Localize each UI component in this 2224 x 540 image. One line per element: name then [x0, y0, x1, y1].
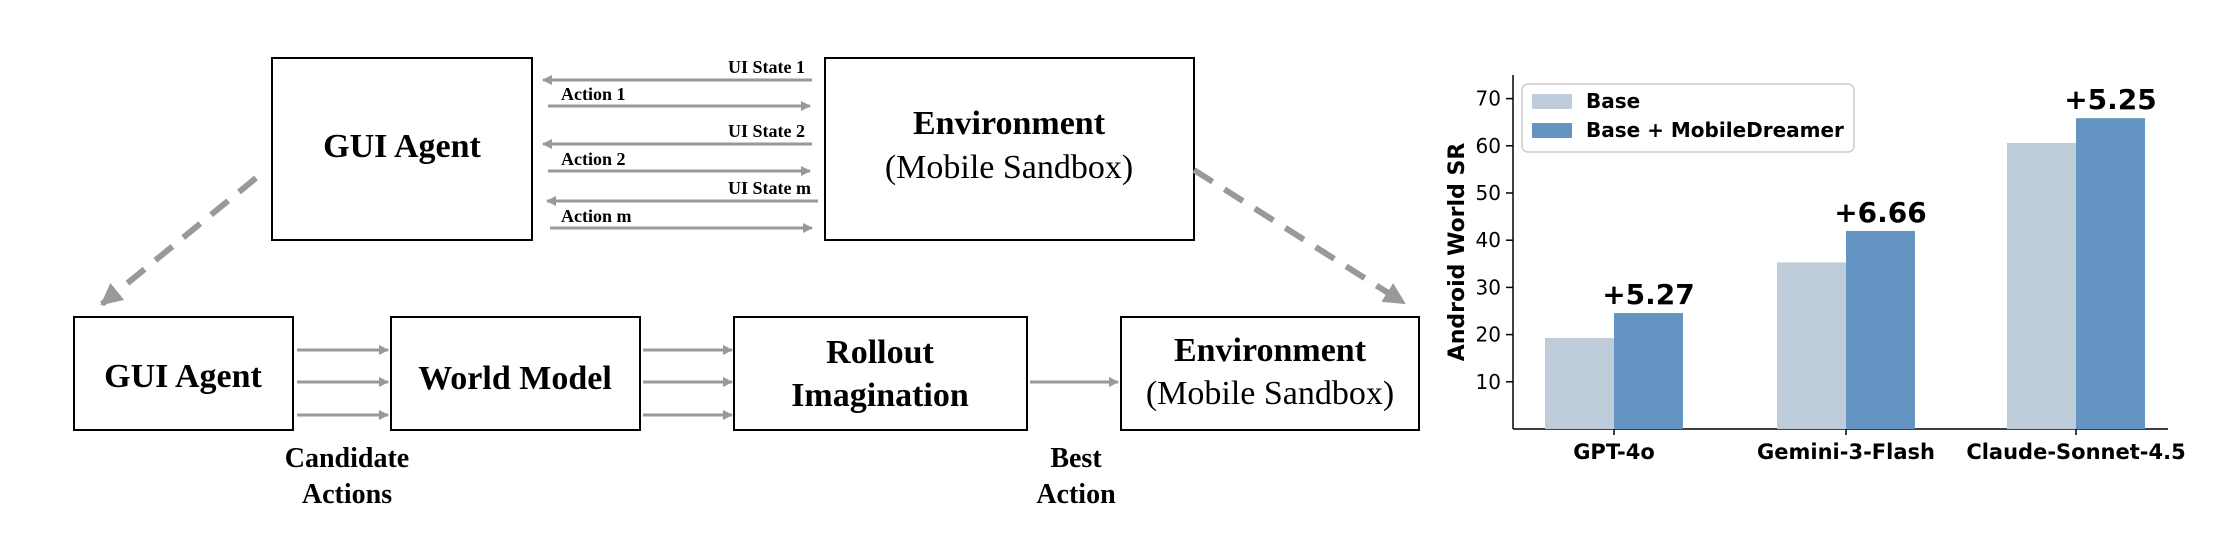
dashed-environment-connector — [1192, 167, 1406, 306]
action-m-label: Action m — [561, 206, 632, 226]
rollout-imagination-box — [733, 316, 1028, 431]
bar-mobiledreamer-2 — [2076, 118, 2145, 430]
ui-state-m-label: UI State m — [728, 178, 811, 198]
legend-frame — [1521, 83, 1855, 153]
bottom-gui-agent-box — [73, 316, 294, 431]
bars — [1545, 118, 2145, 430]
delta-annotations: +5.27 +6.66 +5.25 — [1602, 83, 2157, 311]
rollout-label: Rollout — [826, 334, 934, 371]
bar-mobiledreamer-1 — [1846, 230, 1915, 429]
dashed-agent-connector — [100, 175, 258, 307]
legend-swatch-mobiledreamer — [1532, 123, 1572, 138]
y-tick-label: 30 — [1476, 275, 1501, 299]
world-model-box — [390, 316, 641, 431]
legend: Base Base + MobileDreamer — [1521, 83, 1855, 153]
y-ticks: 10 20 30 40 50 60 70 — [1476, 87, 1513, 394]
x-tick-label: GPT-4o — [1573, 440, 1655, 464]
top-gui-agent-box — [271, 57, 533, 241]
bar-base-0 — [1545, 337, 1614, 429]
y-tick-label: 10 — [1476, 370, 1501, 394]
top-environment-title: Environment — [913, 105, 1106, 142]
diagram: GUI Agent Environment (Mobile Sandbox) U… — [100, 57, 1406, 307]
action-2-label: Action 2 — [561, 149, 626, 169]
bottom-environment-subtitle: (Mobile Sandbox) — [1146, 375, 1394, 412]
actions-label: Actions — [302, 479, 392, 510]
bottom-gui-agent-label: GUI Agent — [104, 358, 262, 395]
bottom-environment-box — [1120, 316, 1420, 431]
pipeline: GUI Agent World Model Rollout Imaginatio… — [73, 316, 1420, 510]
best-label: Best — [1050, 443, 1102, 474]
delta-annotation: +5.25 — [2064, 83, 2157, 116]
ui-state-2-label: UI State 2 — [728, 121, 805, 141]
bar-mobiledreamer-0 — [1614, 313, 1683, 429]
legend-label-base: Base — [1586, 89, 1640, 113]
y-axis-label: Android World SR — [1445, 143, 1470, 362]
imagination-label: Imagination — [791, 377, 969, 414]
y-tick-label: 70 — [1476, 87, 1501, 111]
bar-chart: Android World SR 10 20 30 40 50 60 70 GPT-4o Ge… — [1445, 75, 2186, 464]
y-tick-label: 50 — [1476, 181, 1501, 205]
top-environment-subtitle: (Mobile Sandbox) — [885, 149, 1133, 186]
y-tick-label: 20 — [1476, 323, 1501, 347]
legend-swatch-base — [1532, 94, 1572, 109]
bar-base-2 — [2007, 142, 2076, 429]
ui-state-1-label: UI State 1 — [728, 57, 805, 77]
world-model-label: World Model — [418, 360, 612, 397]
action-label: Action — [1036, 479, 1116, 510]
bottom-environment-title: Environment — [1174, 332, 1367, 369]
top-gui-agent-label: GUI Agent — [323, 128, 481, 165]
x-tick-labels: GPT-4o Gemini-3-Flash Claude-Sonnet-4.5 — [1573, 429, 2186, 464]
y-tick-label: 40 — [1476, 228, 1501, 252]
legend-label-mobiledreamer: Base + MobileDreamer — [1586, 118, 1844, 142]
delta-annotation: +6.66 — [1834, 196, 1927, 229]
action-1-label: Action 1 — [561, 84, 626, 104]
x-tick-label: Gemini-3-Flash — [1757, 440, 1935, 464]
x-tick-label: Claude-Sonnet-4.5 — [1966, 440, 2185, 464]
top-environment-box — [824, 57, 1195, 241]
bar-base-1 — [1777, 262, 1846, 429]
candidate-label: Candidate — [285, 443, 409, 474]
y-tick-label: 60 — [1476, 134, 1501, 158]
delta-annotation: +5.27 — [1602, 278, 1695, 311]
